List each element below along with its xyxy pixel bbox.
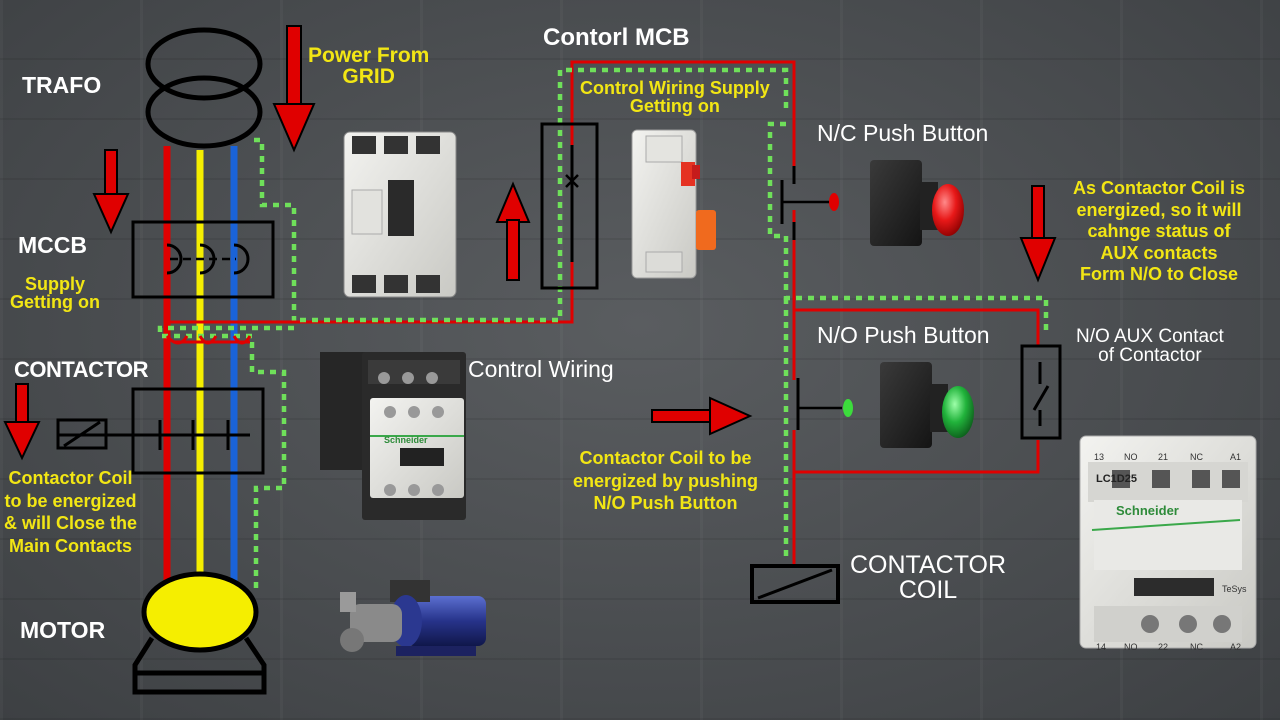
contactor-brand-label: Schneider bbox=[384, 435, 428, 445]
nc-push-button-label: N/C Push Button bbox=[817, 120, 989, 146]
coil-energize-push-note: Contactor Coil to be energized by pushin… bbox=[573, 447, 758, 515]
control-supply-note: Control Wiring Supply Getting on bbox=[580, 79, 770, 115]
aux-status-line4: AUX contacts bbox=[1100, 242, 1218, 263]
contactor-coil-label: CONTACTOR COIL bbox=[850, 553, 1006, 603]
control-energized-path bbox=[767, 121, 1049, 560]
coil-energize-main-line4: Main Contacts bbox=[9, 535, 133, 556]
power-from-grid-line1: Power From bbox=[308, 44, 430, 67]
supply-getting-on-line2: Getting on bbox=[10, 292, 100, 312]
arrow-mccb bbox=[92, 149, 130, 235]
aux-contactor-series: TeSys bbox=[1222, 584, 1247, 594]
aux-terminal-13: 13 bbox=[1094, 452, 1104, 462]
aux-terminal-a1: A1 bbox=[1230, 452, 1241, 462]
arrow-aux-contact bbox=[1019, 185, 1057, 283]
control-wiring-label: Control Wiring bbox=[468, 356, 614, 382]
aux-contact-symbol bbox=[1020, 344, 1062, 440]
arrow-contactor bbox=[3, 383, 41, 461]
control-mcb-symbol bbox=[540, 122, 599, 290]
no-push-button-symbol bbox=[796, 378, 853, 430]
aux-terminal-no-top: NO bbox=[1124, 452, 1138, 462]
aux-contactor-image bbox=[1079, 435, 1257, 649]
contactor-symbol bbox=[56, 387, 265, 475]
coil-energize-main-line2: to be energized bbox=[4, 490, 137, 511]
power-from-grid-note: Power From GRID bbox=[308, 45, 429, 87]
aux-terminal-21: 21 bbox=[1158, 452, 1168, 462]
mccb-device-image bbox=[343, 131, 457, 298]
coil-energize-main-line3: & will Close the bbox=[4, 513, 138, 533]
motor-label: MOTOR bbox=[20, 617, 106, 643]
arrow-control-mcb-up bbox=[495, 181, 531, 281]
aux-status-line2: energized, so it will bbox=[1076, 199, 1242, 220]
no-push-button-image bbox=[880, 362, 974, 448]
aux-contactor-model: LC1D25 bbox=[1096, 473, 1137, 485]
aux-terminal-a2: A2 bbox=[1230, 642, 1241, 652]
aux-contactor-brand: Schneider bbox=[1116, 503, 1179, 518]
coil-energize-main-line1: Contactor Coil bbox=[8, 468, 133, 488]
power-from-grid-line2: GRID bbox=[342, 65, 395, 88]
mccb-label: MCCB bbox=[18, 232, 87, 258]
aux-status-line5: Form N/O to Close bbox=[1080, 264, 1239, 285]
control-supply-line2: Getting on bbox=[629, 96, 720, 116]
supply-getting-on-line1: Supply bbox=[24, 274, 85, 294]
contactor-coil-label-line2: COIL bbox=[898, 576, 958, 604]
aux-status-line3: cahnge status of bbox=[1087, 221, 1231, 242]
control-mcb-label: Contorl MCB bbox=[543, 24, 690, 51]
aux-contact-label-line1: N/O AUX Contact bbox=[1076, 326, 1224, 347]
no-push-button-label: N/O Push Button bbox=[817, 322, 990, 348]
arrow-power-from-grid bbox=[272, 25, 316, 153]
motor-symbol bbox=[132, 571, 267, 695]
coil-energize-push-line2: energized by pushing bbox=[573, 470, 759, 491]
control-supply-line1: Control Wiring Supply bbox=[580, 78, 770, 98]
phase-lines bbox=[163, 146, 238, 600]
aux-terminal-14: 14 bbox=[1096, 642, 1106, 652]
trafo-label: TRAFO bbox=[22, 72, 102, 98]
nc-push-button-symbol bbox=[780, 166, 839, 240]
aux-contact-label-line2: of Contactor bbox=[1098, 345, 1202, 366]
control-green-path bbox=[300, 67, 789, 323]
aux-terminal-no-bottom: NO bbox=[1124, 642, 1138, 652]
arrow-no-push-button bbox=[651, 396, 753, 436]
coil-energize-push-line1: Contactor Coil to be bbox=[579, 448, 752, 468]
aux-status-note: As Contactor Coil is energized, so it wi… bbox=[1073, 178, 1245, 286]
contactor-coil-symbol bbox=[750, 564, 840, 604]
mccb-symbol bbox=[131, 220, 275, 299]
aux-status-line1: As Contactor Coil is bbox=[1073, 178, 1246, 198]
aux-terminal-22: 22 bbox=[1158, 642, 1168, 652]
control-mcb-device-image bbox=[631, 129, 716, 279]
control-circuit-wire bbox=[792, 210, 1040, 568]
nc-push-button-image bbox=[870, 160, 964, 246]
transformer-symbol bbox=[145, 27, 263, 149]
contactor-label: CONTACTOR bbox=[14, 357, 149, 382]
aux-contact-label: N/O AUX Contact of Contactor bbox=[1076, 327, 1224, 365]
coil-energize-main-note: Contactor Coil to be energized & will Cl… bbox=[4, 467, 137, 557]
motor-device-image bbox=[340, 580, 486, 656]
contactor-coil-label-line1: CONTACTOR bbox=[850, 551, 1007, 579]
aux-terminal-nc-bottom: NC bbox=[1190, 642, 1203, 652]
supply-getting-on-note: Supply Getting on bbox=[10, 275, 100, 311]
energized-supply-path bbox=[157, 137, 297, 590]
coil-energize-push-line3: N/O Push Button bbox=[593, 493, 738, 513]
aux-terminal-nc-top: NC bbox=[1190, 452, 1203, 462]
contactor-device-image bbox=[320, 352, 466, 520]
